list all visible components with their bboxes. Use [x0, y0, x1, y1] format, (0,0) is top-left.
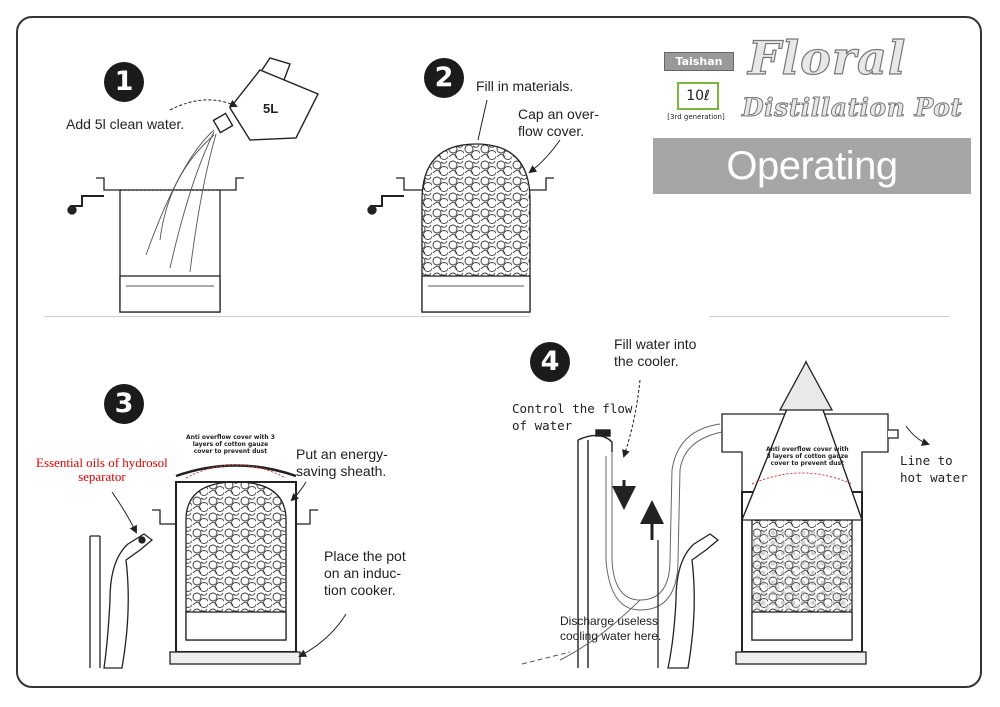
bottle-label: 5L [263, 101, 279, 116]
step1-arrow [169, 99, 238, 111]
step4-hot-water-label: Line to hot water [900, 453, 968, 485]
step-2-badge: 2 [424, 58, 464, 98]
step3-instruction-sheath: Put an energy- saving sheath. [296, 446, 388, 479]
procedure-banner: Operating Procedure [653, 138, 971, 244]
step3-arrow-separator [111, 491, 137, 534]
step4-cover-note: Anti overflow cover with 3 layers of cot… [766, 446, 849, 467]
cooling-hose [559, 423, 723, 661]
brand-badge: Taishan [664, 52, 734, 71]
step-4-badge: 4 [530, 342, 570, 382]
step4-arrow-fill [622, 379, 641, 458]
divider-left [44, 316, 530, 317]
step3-pot [152, 464, 318, 665]
cooler-cone [721, 360, 899, 521]
step4-arrow-hot [905, 425, 930, 446]
step4-separator [657, 533, 720, 669]
product-title: Floral [747, 31, 907, 85]
step-1-badge: 1 [104, 62, 144, 102]
divider-right [710, 316, 950, 317]
water-tap [577, 429, 613, 668]
step3-arc [185, 464, 287, 479]
step3-separator [89, 533, 154, 669]
step2-arrow [528, 139, 561, 174]
step2-instruction-cap: Cap an over- flow cover. [518, 106, 599, 139]
step-3-badge: 3 [104, 384, 144, 424]
step4-control-label: Control the flow of water [512, 401, 633, 433]
step1-pot [67, 177, 244, 313]
capacity-badge: 10ℓ [677, 82, 719, 110]
step4-instruction-fill: Fill water into the cooler. [614, 336, 697, 369]
step3-arrow-sheath [290, 481, 307, 502]
step3-arrow-cooker [298, 613, 347, 657]
step4-pot [735, 483, 867, 665]
water-bottle [212, 57, 319, 141]
step4-discharge-label: Discharge useless cooling water here. [560, 614, 662, 643]
step1-instruction: Add 5l clean water. [66, 116, 185, 132]
step3-separator-label: Essential oils of hydrosol separator [36, 455, 168, 484]
step2-instruction-fill: Fill in materials. [476, 78, 574, 94]
product-subtitle: Distillation Pot [741, 93, 963, 123]
step3-cover-note: Anti overflow cover with 3 layers of cot… [186, 434, 275, 455]
step4-discharge [521, 651, 571, 665]
step2-leader1 [477, 99, 488, 141]
page-frame [16, 16, 982, 688]
step2-pot [367, 143, 554, 313]
generation-label: [3rd generation] [667, 113, 725, 121]
water-pour [145, 129, 217, 273]
step3-instruction-cooker: Place the pot on an induc- tion cooker. [324, 548, 406, 598]
